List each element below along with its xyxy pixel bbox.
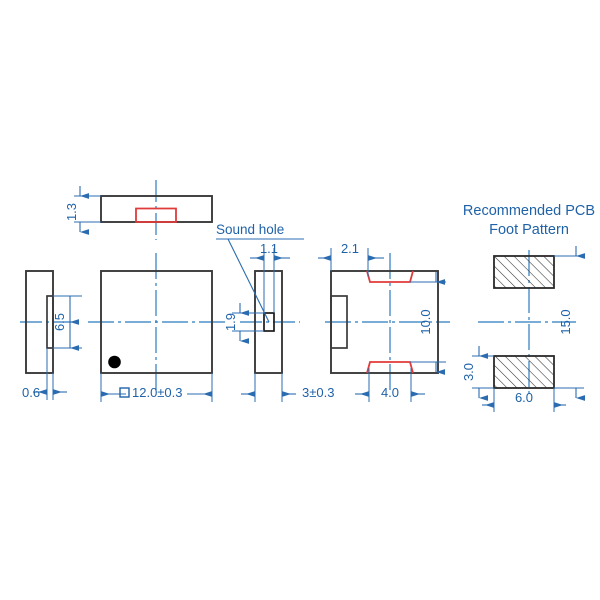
dim-label-4_0: 4.0 xyxy=(381,385,399,400)
dim-label-0_6: 0.6 xyxy=(22,385,40,400)
pcb-pad-bottom xyxy=(493,355,555,389)
rear-view: 2.1 10.0 4.0 xyxy=(318,241,450,402)
front-view-outline xyxy=(100,270,213,374)
dim-square-12_0: 12.0±0.3 xyxy=(100,373,213,402)
dim-pattern-span-15_0: 15.0 xyxy=(554,246,585,401)
dim-label-12_0: 12.0±0.3 xyxy=(132,385,183,400)
left-side-view: 6.5 0.6 xyxy=(20,270,82,400)
dim-label-6_0: 6.0 xyxy=(515,390,533,405)
dim-width-0_6: 0.6 xyxy=(22,348,67,400)
dim-label-1_9: 1.9 xyxy=(223,313,238,331)
dim-hole-height-1_9: 1.9 xyxy=(223,303,264,344)
front-view: 12.0±0.3 xyxy=(88,253,225,402)
pcb-pad-top xyxy=(493,255,555,289)
rear-view-terminal-bottom xyxy=(366,361,414,374)
square-symbol-icon xyxy=(119,387,130,398)
top-view: 1.3 xyxy=(64,180,213,240)
pcb-pattern-title-line1: Recommended PCB xyxy=(463,203,595,219)
dim-label-1_3: 1.3 xyxy=(64,203,79,221)
dim-label-10_0: 10.0 xyxy=(418,309,433,334)
top-view-terminal xyxy=(135,207,177,223)
pcb-foot-pattern: Recommended PCB Foot Pattern 15.0 3.0 xyxy=(461,203,595,412)
dim-label-3_0: 3.0 xyxy=(461,363,476,381)
sound-hole-annotation: Sound hole xyxy=(216,222,304,323)
dim-label-15_0: 15.0 xyxy=(558,309,573,334)
pcb-pattern-title-line2: Foot Pattern xyxy=(489,222,569,238)
dim-pad-pitch-10_0: 10.0 xyxy=(410,272,446,375)
left-side-view-rim xyxy=(46,295,54,349)
dim-thickness-1_3: 1.3 xyxy=(64,186,101,235)
right-side-view: Sound hole 1.1 1.9 3±0.3 xyxy=(216,222,334,402)
polarity-dot-marker xyxy=(108,355,121,369)
sound-hole-rect xyxy=(263,312,275,332)
dim-hole-width-1_1: 1.1 xyxy=(250,241,290,313)
dim-label-6_5: 6.5 xyxy=(52,313,67,331)
sound-hole-label: Sound hole xyxy=(216,222,284,237)
dim-depth-3_0: 3±0.3 xyxy=(241,373,334,402)
right-side-view-outline xyxy=(254,270,283,374)
dim-height-6_5: 6.5 xyxy=(52,295,82,351)
dim-label-1_1: 1.1 xyxy=(260,241,278,256)
rear-view-rim xyxy=(330,295,348,349)
sound-hole-leader xyxy=(227,238,270,323)
dim-label-3_0: 3±0.3 xyxy=(302,385,334,400)
dim-pad-height-3_0: 3.0 xyxy=(461,346,494,401)
dim-label-2_1: 2.1 xyxy=(341,241,359,256)
dim-pad-offset-2_1: 2.1 xyxy=(318,241,384,277)
dim-pad-width-4_0: 4.0 xyxy=(355,368,425,402)
dim-pad-width-6_0: 6.0 xyxy=(482,388,566,412)
